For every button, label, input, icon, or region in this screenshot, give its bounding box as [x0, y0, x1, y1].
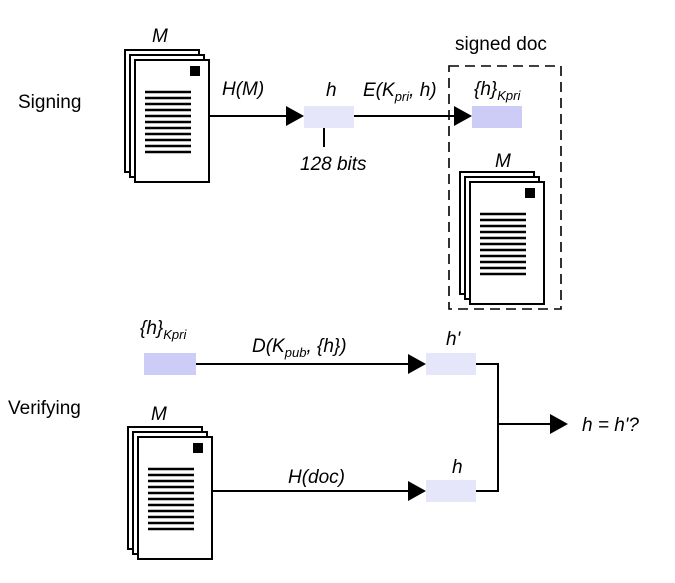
- hash-value-box: [304, 106, 354, 128]
- h-prime-label: h': [446, 329, 462, 350]
- verify-doc-label: M: [151, 404, 167, 425]
- comparison-bracket: [476, 363, 499, 492]
- signed-document-icon: [458, 170, 546, 306]
- verify-signature-box: [144, 353, 196, 375]
- signature-label: {h}Kpri: [474, 79, 521, 103]
- encrypt-arrowhead: [454, 106, 472, 126]
- verify-hash-box: [426, 480, 476, 502]
- signing-document-icon: [123, 48, 211, 184]
- encrypt-function-label: E(Kpri, h): [363, 80, 437, 104]
- decrypt-function-label: D(Kpub, {h}): [252, 336, 347, 360]
- verify-hash-arrowhead: [408, 481, 426, 501]
- hash-function-label: H(M): [222, 79, 264, 100]
- verifying-label: Verifying: [8, 398, 81, 419]
- hash-bits-label: 128 bits: [300, 154, 367, 175]
- decrypt-arrowhead: [408, 354, 426, 374]
- verify-hash-function-label: H(doc): [288, 467, 345, 488]
- signed-doc-label: M: [495, 151, 511, 172]
- hash-arrowhead: [286, 106, 304, 126]
- signing-label: Signing: [18, 92, 81, 113]
- comparison-label: h = h'?: [582, 415, 639, 436]
- signature-box: [472, 106, 522, 128]
- verify-signature-label: {h}Kpri: [140, 318, 187, 342]
- verify-hash-value-label: h: [452, 457, 463, 478]
- hash-value-label: h: [326, 80, 337, 101]
- signed-doc-title: signed doc: [455, 34, 547, 55]
- verify-document-icon: [126, 425, 214, 561]
- signing-doc-label: M: [152, 26, 168, 47]
- signed-doc-boundary: [448, 65, 562, 310]
- compare-arrowhead: [550, 414, 568, 434]
- h-prime-box: [426, 353, 476, 375]
